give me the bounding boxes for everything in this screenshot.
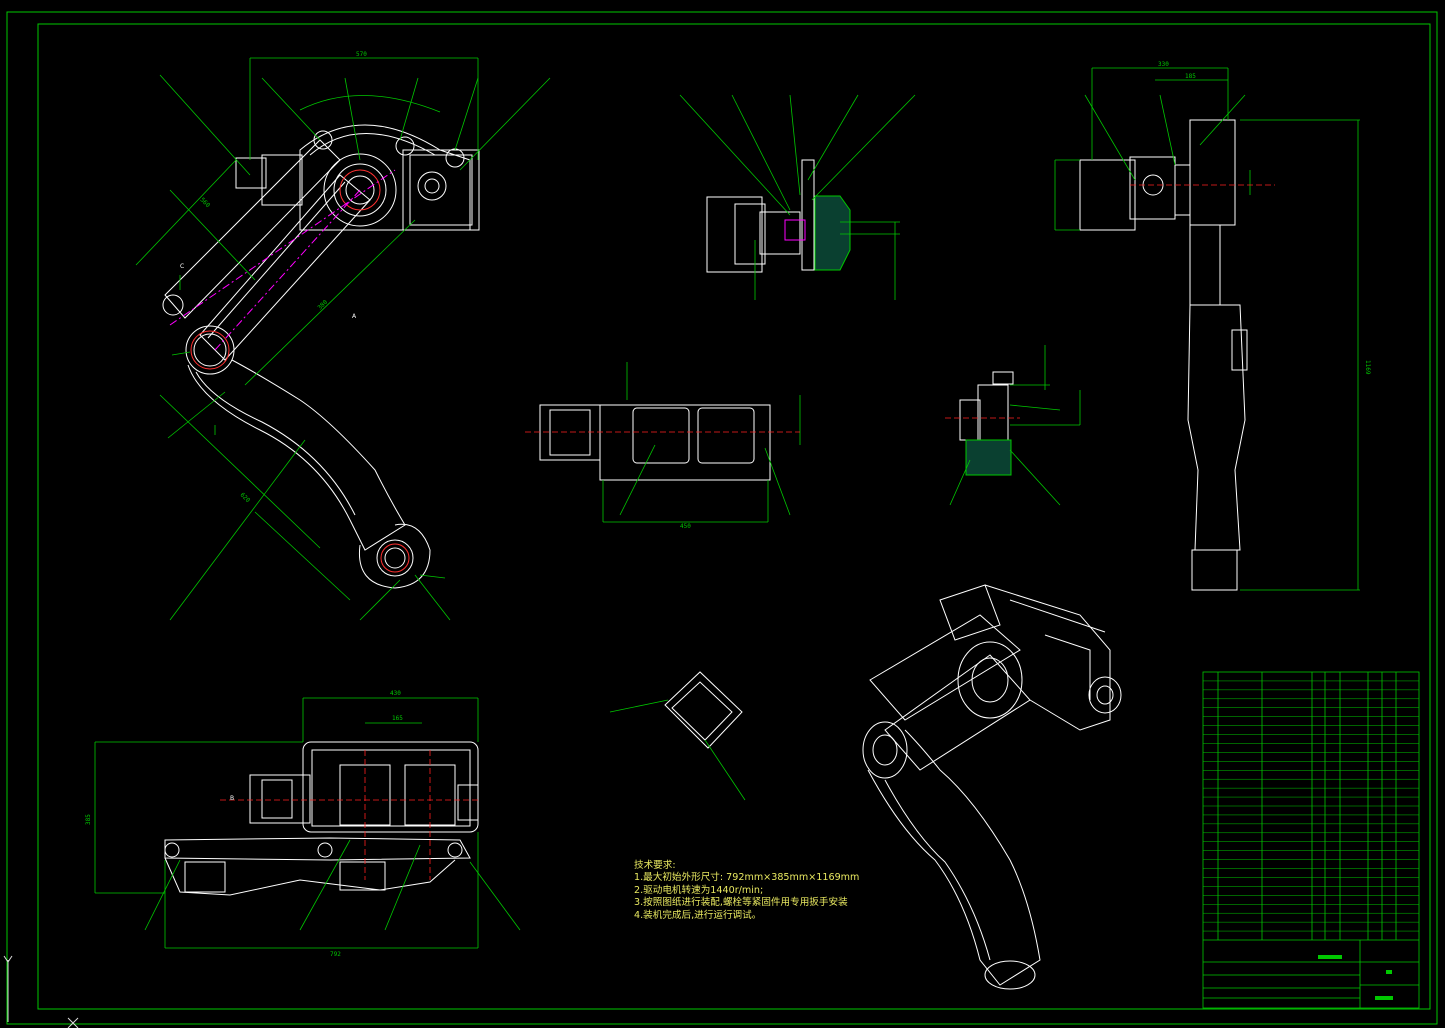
dim-front-inner: 380 [316, 299, 329, 312]
front-view-centerlines [169, 169, 396, 351]
title-block-mark [1318, 955, 1342, 959]
section-mark-a: A [352, 313, 357, 320]
dim-front-top: 570 [356, 51, 367, 58]
dim-mid-width: 450 [680, 523, 691, 530]
dim-bottom-height: 385 [85, 814, 92, 825]
technical-notes: 技术要求: 1.最大初始外形尺寸: 792mm×385mm×1169mm 2.驱… [634, 860, 859, 922]
front-view [162, 124, 480, 589]
section-bb-dims [602, 362, 801, 523]
parts-list-rows [1203, 680, 1419, 932]
plan-view-centerlines [220, 750, 480, 880]
section-bb [539, 404, 771, 481]
outer-frame [6, 11, 1438, 1025]
inner-frame [37, 23, 1431, 1010]
front-view-bolts [190, 169, 410, 573]
dim-bottom-mid: 165 [392, 715, 403, 722]
title-block-mark-3 [1375, 996, 1393, 1000]
title-block-mark-2 [1386, 970, 1392, 974]
ucs-icon [3, 955, 79, 1028]
section-aa [706, 159, 851, 273]
notes-item-4: 4.装机完成后,进行运行调试。 [634, 909, 762, 921]
dim-front-lower: 620 [239, 491, 252, 504]
dim-front-diag: 560 [199, 196, 212, 209]
parts-list [1202, 671, 1420, 1009]
plan-view-dims [94, 697, 521, 949]
detail-view-leaders [609, 699, 746, 801]
plan-view [164, 741, 479, 896]
notes-item-2: 2.驱动电机转速为1440r/min; [634, 884, 764, 896]
front-view-dims [135, 57, 551, 621]
side-view [1079, 119, 1248, 591]
notes-heading: 技术要求: [634, 860, 676, 871]
detail-view [664, 671, 743, 749]
notes-item-3: 3.按照图纸进行装配,螺栓等紧固件用专用扳手安装 [634, 897, 848, 909]
section-mark-c: C [180, 263, 184, 270]
section-mark-b: B [230, 795, 234, 802]
section-cc [959, 371, 1014, 476]
dim-side-height: 1169 [1364, 360, 1371, 375]
dim-bottom-width: 792 [330, 951, 341, 958]
dim-bottom-top: 430 [390, 690, 401, 697]
section-cc-leaders [949, 345, 1081, 506]
isometric-view [862, 584, 1122, 990]
section-aa-leaders [679, 94, 916, 300]
dim-side-width: 330 [1158, 61, 1169, 68]
side-view-dims [1054, 67, 1360, 591]
dim-side-half: 185 [1185, 73, 1196, 80]
notes-item-1: 1.最大初始外形尺寸: 792mm×385mm×1169mm [634, 872, 860, 884]
